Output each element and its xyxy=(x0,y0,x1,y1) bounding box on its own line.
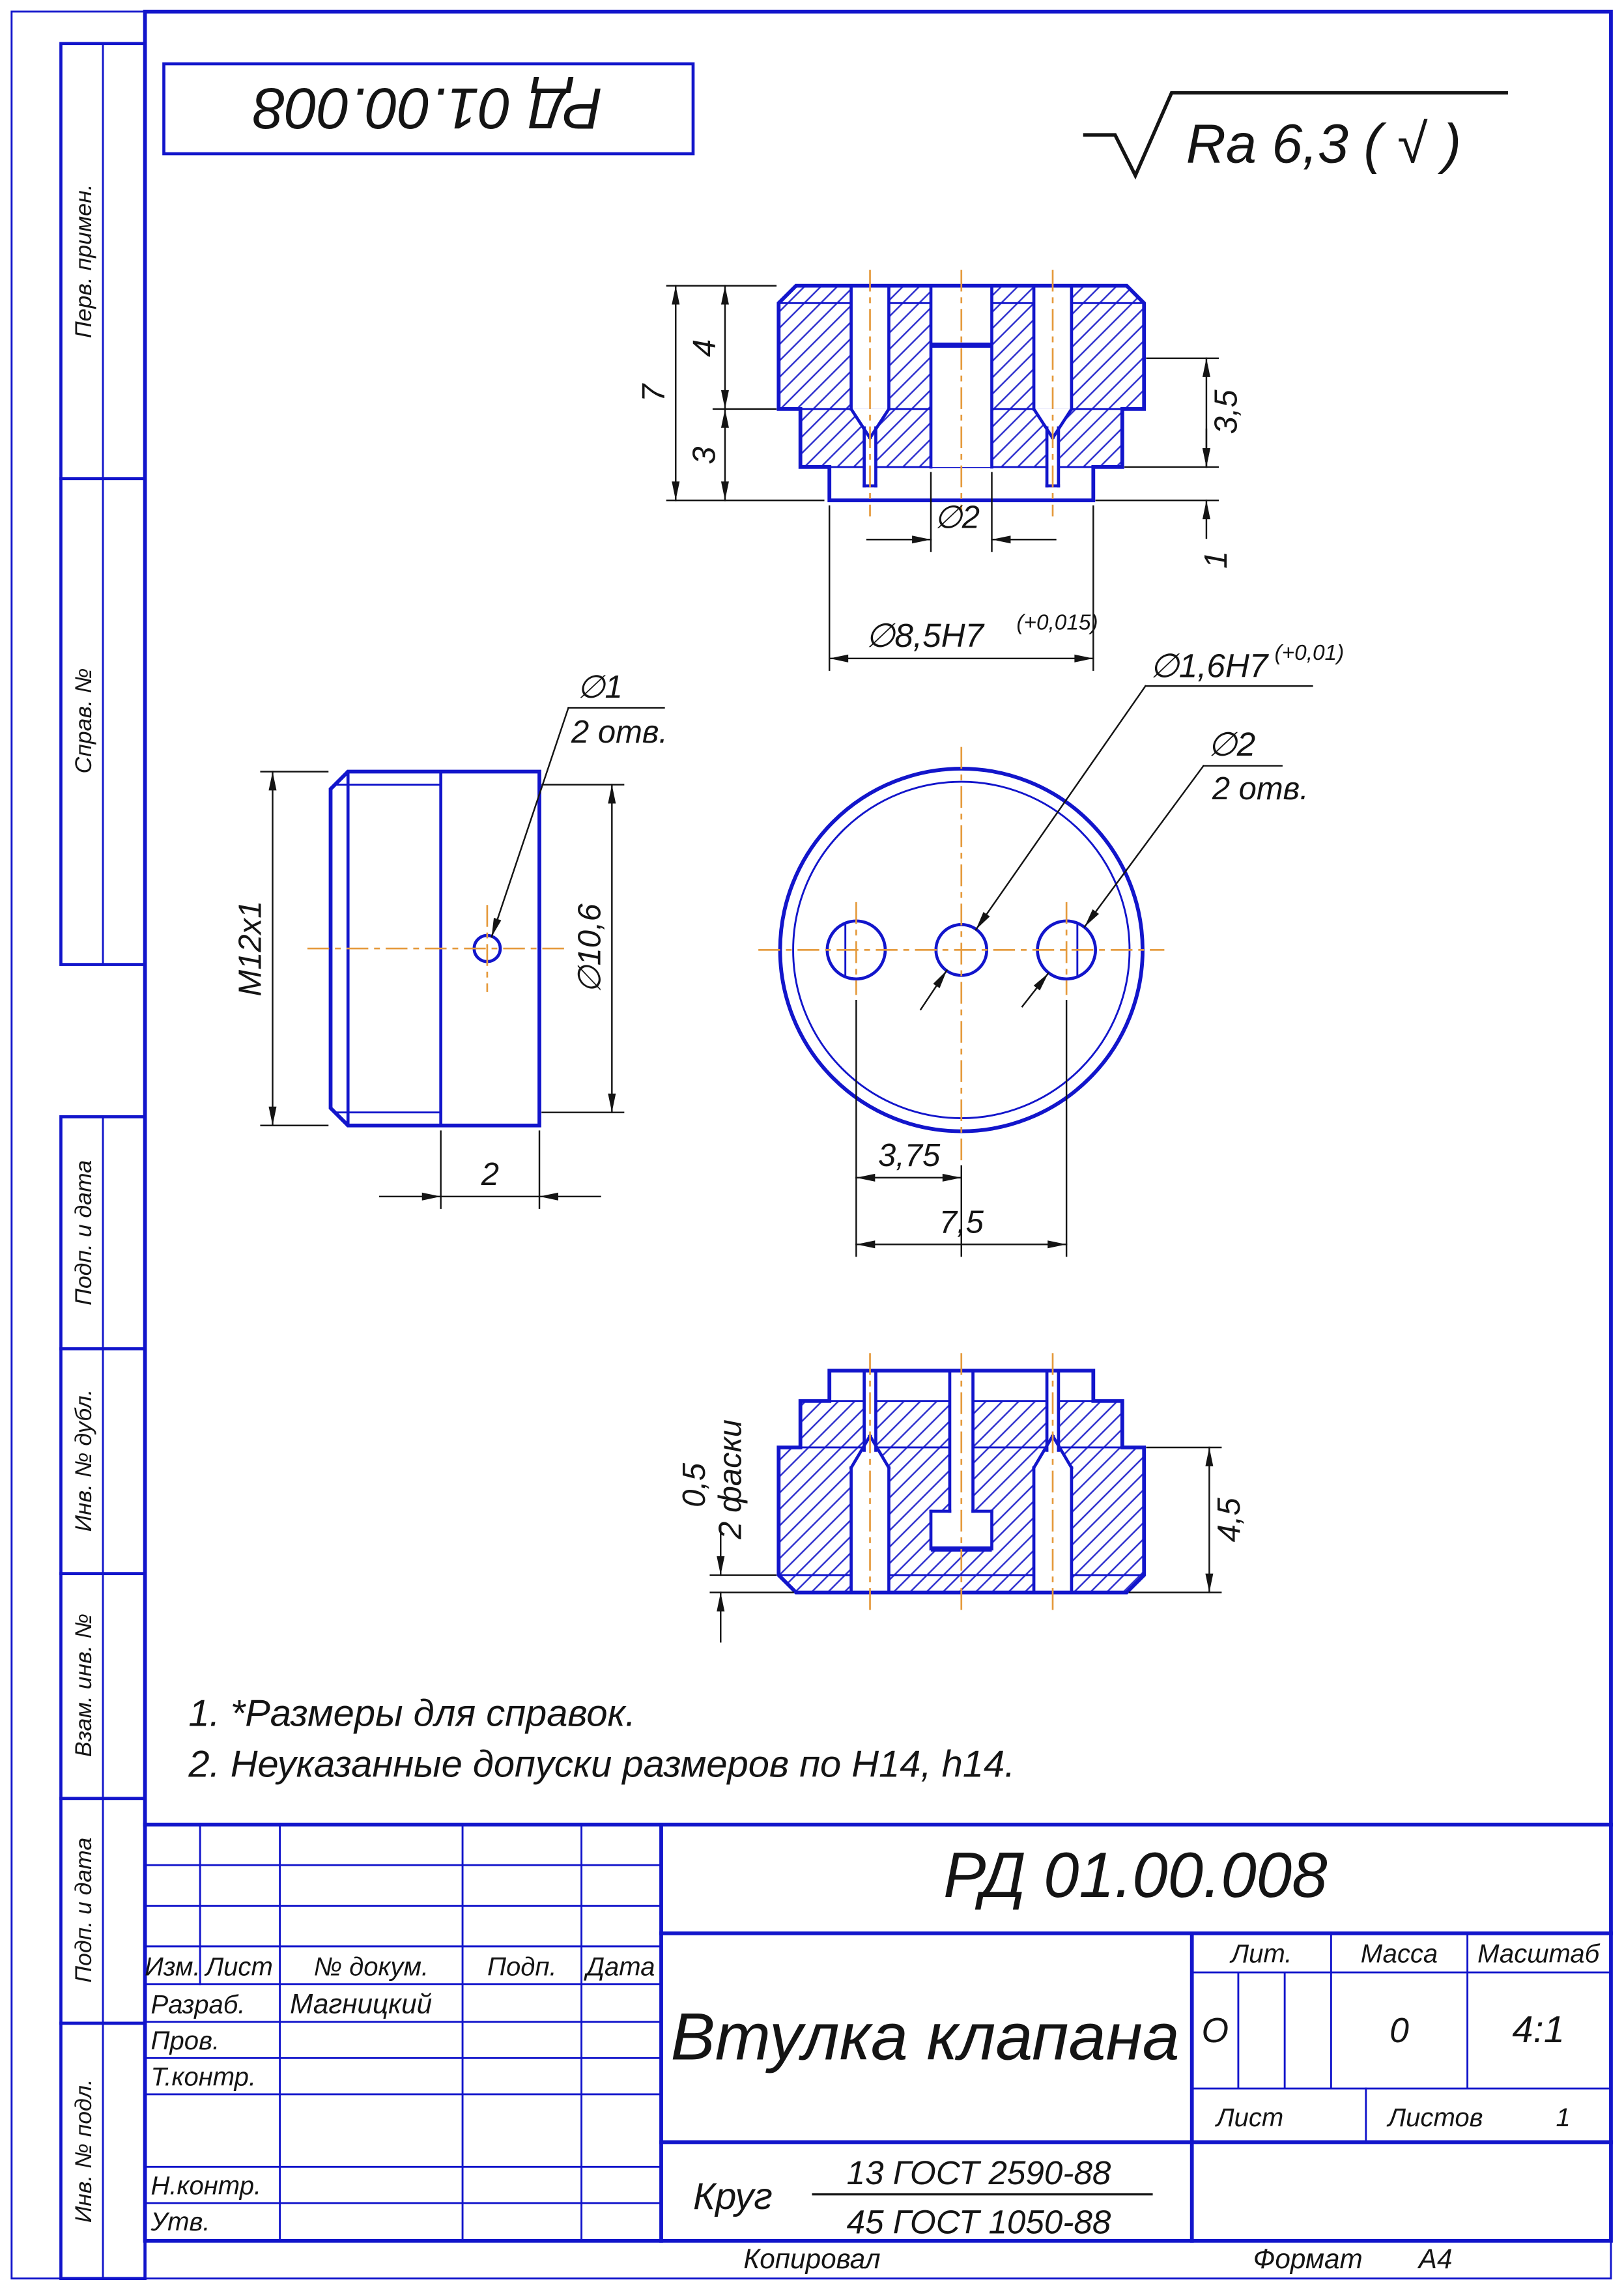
dim-4: 4 xyxy=(687,339,722,357)
dim-bore-10-6: ∅10,6 xyxy=(573,903,608,993)
lit-label: Лит. xyxy=(1229,1939,1292,1968)
titleblock-part-name: Втулка клапана xyxy=(671,1999,1180,2074)
view-top-section: 7 4 3 3,5 1 ∅2 ∅8,5H7 (+0,015) xyxy=(636,270,1244,671)
margin-label-inv-podl: Инв. № подл. xyxy=(70,2079,96,2223)
title-block: РД 01.00.008 Втулка клапана Изм. Лист № … xyxy=(143,1822,1613,2243)
roughness-value: Ra 6,3 ( √ ) xyxy=(1186,112,1461,174)
titleblock-doc-number: РД 01.00.008 xyxy=(943,1839,1327,1911)
dim-4-5: 4,5 xyxy=(1212,1498,1247,1543)
list-label: Лист xyxy=(1214,2103,1283,2132)
material-prefix: Круг xyxy=(693,2176,773,2217)
bottom-section-outline xyxy=(776,1369,1147,1595)
dim-7-5: 7,5 xyxy=(939,1204,984,1240)
dim-d8-5-tolerance: (+0,015) xyxy=(1016,610,1098,634)
col-list: Лист xyxy=(204,1952,273,1981)
dim-d2-top: ∅2 xyxy=(934,500,980,535)
material-top: 13 ГОСТ 2590-88 xyxy=(847,2154,1111,2191)
format-label: Формат xyxy=(1253,2243,1363,2274)
row-nkontr: Н.контр. xyxy=(150,2172,261,2200)
footer-strip: Копировал Формат А4 xyxy=(743,2243,1452,2274)
listov-label: Листов xyxy=(1386,2103,1483,2132)
razrab-name: Магницкий xyxy=(290,1988,432,2019)
material-bottom: 45 ГОСТ 1050-88 xyxy=(847,2204,1111,2241)
lit-value: О xyxy=(1202,2012,1229,2050)
dim-center-hole-d1-6: ∅1,6Н7 xyxy=(1150,648,1270,685)
dim-chamfer-note: 2 фаски xyxy=(713,1419,748,1540)
side-view-dimensions: М12х1 ∅10,6 2 ∅1 2 отв. xyxy=(233,670,668,1209)
col-podp: Подп. xyxy=(487,1952,557,1981)
dim-width-2: 2 xyxy=(481,1157,499,1192)
dim-1: 1 xyxy=(1199,551,1234,569)
margin-column: Перв. примен. Справ. № Подп. и дата Инв.… xyxy=(59,42,147,2281)
format-value: А4 xyxy=(1417,2243,1453,2274)
front-view-dimensions: ∅1,6Н7 (+0,01) ∅2 2 отв. 3,75 7,5 xyxy=(855,641,1345,1257)
col-data: Дата xyxy=(584,1952,655,1981)
margin-label-perv-primen: Перв. примен. xyxy=(70,184,96,338)
col-doc-no: № докум. xyxy=(314,1952,429,1981)
bottom-section-bores xyxy=(849,1369,1074,1594)
masshtab-label: Масштаб xyxy=(1477,1939,1601,1968)
massa-label: Масса xyxy=(1361,1939,1438,1968)
dim-side-hole-d2: ∅2 xyxy=(1208,726,1255,763)
top-section-outline xyxy=(776,283,1147,503)
dim-thread-m12: М12х1 xyxy=(233,901,268,997)
masshtab-value: 4:1 xyxy=(1512,2009,1564,2051)
view-bottom-section: 4,5 0,5 2 фаски xyxy=(677,1353,1247,1643)
view-front: ∅1,6Н7 (+0,01) ∅2 2 отв. 3,75 7,5 xyxy=(758,641,1345,1257)
roughness-check-icon xyxy=(1083,91,1508,180)
top-section-dimensions: 7 4 3 3,5 1 ∅2 ∅8,5H7 (+0,015) xyxy=(636,285,1244,671)
dim-3-5: 3,5 xyxy=(1209,390,1244,434)
dim-center-hole-tolerance: (+0,01) xyxy=(1275,641,1345,665)
margin-label-podp-data-1: Подп. и дата xyxy=(70,1160,96,1305)
margin-label-inv-dubl: Инв. № дубл. xyxy=(70,1389,96,1532)
roughness-mark: Ra 6,3 ( √ ) xyxy=(1083,91,1508,180)
row-tkontr: Т.контр. xyxy=(150,2063,256,2092)
dim-3: 3 xyxy=(687,446,722,464)
dim-chamfer-0-5: 0,5 xyxy=(677,1462,712,1507)
bottom-section-dimensions: 4,5 0,5 2 фаски xyxy=(677,1419,1247,1643)
margin-label-sprav-no: Справ. № xyxy=(70,668,96,774)
top-section-bores xyxy=(849,284,1074,488)
top-stamp-doc-number: РД 01.00.008 xyxy=(253,76,603,141)
note-2: 2. Неуказанные допуски размеров по Н14, … xyxy=(188,1743,1015,1785)
dim-3-75: 3,75 xyxy=(878,1138,941,1173)
top-stamp: РД 01.00.008 xyxy=(162,62,695,156)
margin-label-podp-data-2: Подп. и дата xyxy=(70,1838,96,1983)
view-side: М12х1 ∅10,6 2 ∅1 2 отв. xyxy=(233,670,668,1209)
row-razrab: Разраб. xyxy=(150,1990,245,2019)
copied-label: Копировал xyxy=(743,2243,880,2274)
note-1: 1. *Размеры для справок. xyxy=(188,1692,636,1734)
technical-notes: 1. *Размеры для справок. 2. Неуказанные … xyxy=(188,1692,1015,1785)
dim-d8-5: ∅8,5H7 xyxy=(866,617,986,654)
dim-7: 7 xyxy=(636,383,671,402)
dim-hole-d1: ∅1 xyxy=(577,670,623,705)
dim-hole-d1-count: 2 отв. xyxy=(571,715,668,750)
row-prov: Пров. xyxy=(150,2027,220,2055)
row-utv: Утв. xyxy=(150,2208,210,2236)
listov-value: 1 xyxy=(1556,2103,1570,2132)
dim-side-hole-count: 2 отв. xyxy=(1212,771,1309,806)
massa-value: 0 xyxy=(1389,2012,1409,2050)
margin-label-vzam-inv: Взам. инв. № xyxy=(70,1614,96,1757)
col-izm: Изм. xyxy=(145,1952,200,1981)
